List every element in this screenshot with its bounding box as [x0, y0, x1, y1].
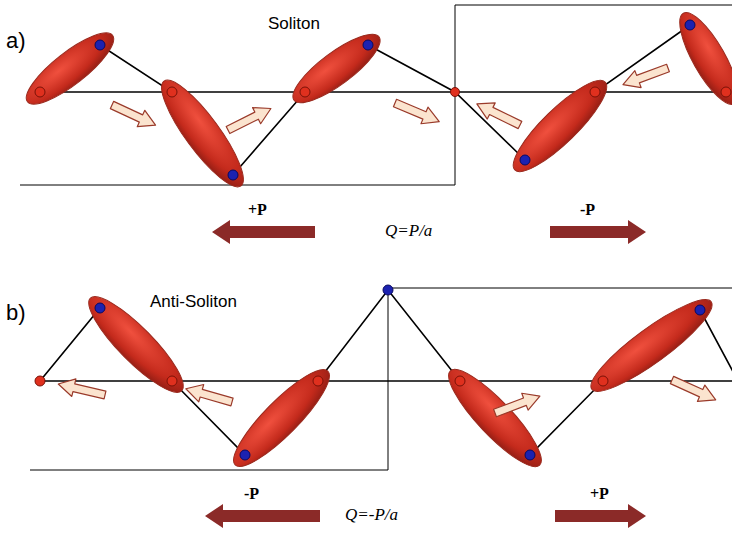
domain-frame: [30, 288, 732, 470]
blue-atom: [95, 20, 695, 180]
charge-formula: Q=-P/a: [345, 505, 398, 525]
polarization-label: +P: [248, 200, 267, 219]
polarization-label: +P: [590, 484, 609, 503]
polarization-arrow: [205, 220, 646, 528]
domain-frame: [20, 5, 732, 185]
chain-bonds: [40, 25, 732, 175]
red-atom: [35, 87, 731, 97]
panel-letter: a): [6, 28, 26, 54]
panel-title: Soliton: [268, 14, 320, 34]
red-atom: [35, 376, 608, 386]
panel-title: Anti-Soliton: [150, 292, 237, 312]
dimer-oval: [18, 5, 732, 196]
polarization-label: -P: [580, 200, 595, 219]
panel-letter: b): [6, 300, 26, 326]
polarization-label: -P: [244, 484, 259, 503]
dimer-oval: [78, 286, 721, 477]
blue-atom: [95, 285, 705, 460]
charge-formula: Q=P/a: [385, 221, 432, 241]
dipole-arrow: [56, 60, 719, 422]
